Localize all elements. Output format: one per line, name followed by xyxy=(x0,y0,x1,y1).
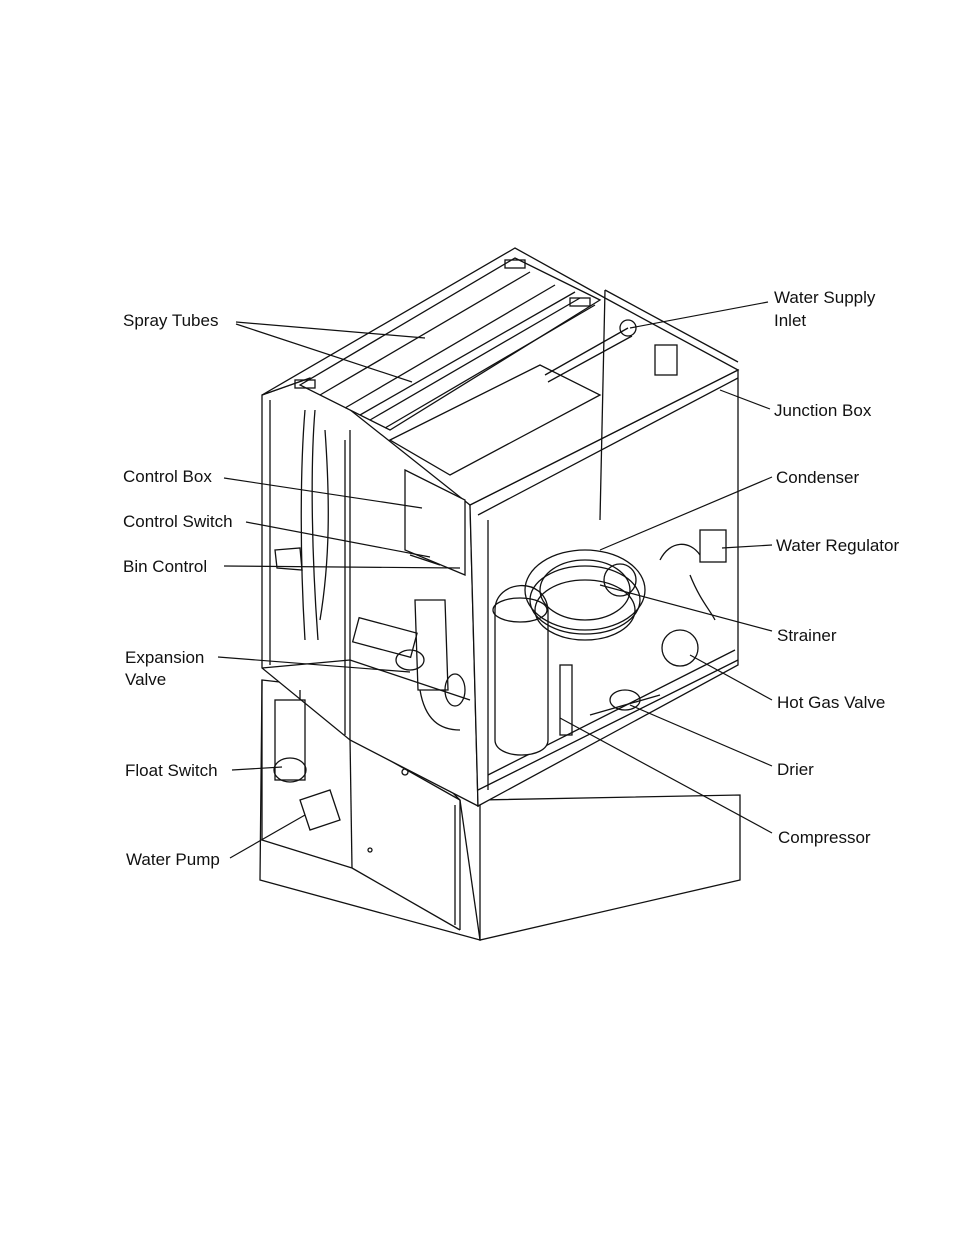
label-bin-control: Bin Control xyxy=(123,555,207,578)
label-expansion-valve-line1: Expansion xyxy=(125,646,204,669)
label-control-switch: Control Switch xyxy=(123,510,233,533)
label-condenser: Condenser xyxy=(776,466,859,489)
label-strainer: Strainer xyxy=(777,624,837,647)
label-drier: Drier xyxy=(777,758,814,781)
label-water-regulator: Water Regulator xyxy=(776,534,899,557)
label-float-switch: Float Switch xyxy=(125,759,218,782)
label-control-box: Control Box xyxy=(123,465,212,488)
label-compressor: Compressor xyxy=(778,826,871,849)
label-water-supply-inlet-line2: Inlet xyxy=(774,309,806,332)
label-spray-tubes: Spray Tubes xyxy=(123,309,218,332)
label-expansion-valve-line2: Valve xyxy=(125,668,166,691)
label-water-supply-inlet-line1: Water Supply xyxy=(774,286,875,309)
label-water-pump: Water Pump xyxy=(126,848,220,871)
label-junction-box: Junction Box xyxy=(774,399,871,422)
label-hot-gas-valve: Hot Gas Valve xyxy=(777,691,885,714)
